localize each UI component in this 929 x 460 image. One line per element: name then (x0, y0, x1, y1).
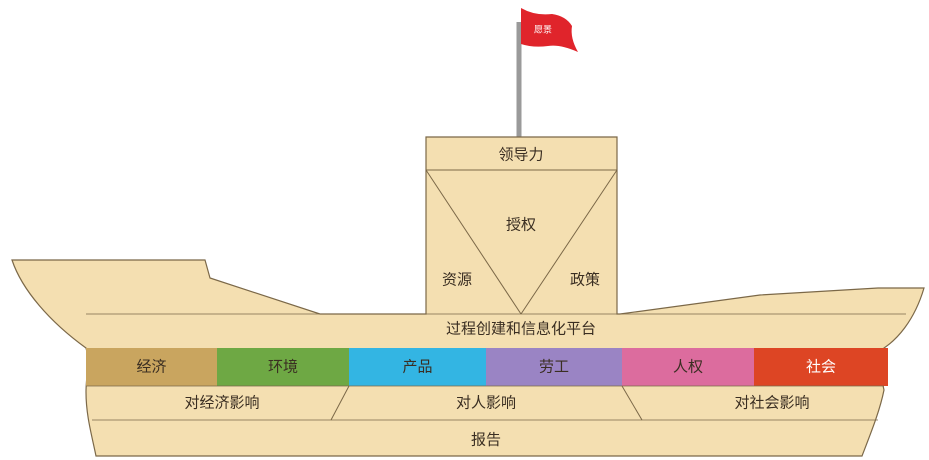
band-label-5: 社会 (806, 358, 836, 376)
impact-label-society: 对社会影响 (734, 394, 809, 412)
band-5 (754, 348, 888, 386)
impact-divider-right (621, 385, 643, 421)
band-3 (486, 348, 622, 386)
tower-center-label: 授权 (506, 216, 536, 234)
tower-right-label: 政策 (570, 271, 600, 289)
band-label-3: 劳工 (539, 358, 569, 376)
impact-divider-left (330, 385, 350, 421)
tower-diagonal-right (520, 169, 618, 315)
flag-label: 愿景 (534, 25, 552, 36)
band-0 (86, 348, 217, 386)
band-4 (622, 348, 754, 386)
band-2 (349, 348, 486, 386)
aspect-bands: 经济 环境 产品 劳工 人权 社会 (86, 348, 888, 386)
band-label-1: 环境 (268, 358, 298, 376)
tower-top-label: 领导力 (498, 146, 543, 164)
flag: 愿景 (521, 8, 578, 52)
band-label-2: 产品 (402, 358, 432, 376)
band-label-4: 人权 (673, 358, 703, 376)
keel-label: 报告 (471, 431, 501, 449)
flag-cloth (521, 8, 578, 52)
tower-diagonal-left (425, 169, 522, 315)
impact-label-people: 对人影响 (456, 394, 516, 412)
tower-left-label: 资源 (442, 271, 472, 289)
band-1 (217, 348, 349, 386)
impact-label-economy: 对经济影响 (184, 394, 259, 412)
platform-label: 过程创建和信息化平台 (446, 320, 596, 338)
band-label-0: 经济 (136, 358, 166, 376)
